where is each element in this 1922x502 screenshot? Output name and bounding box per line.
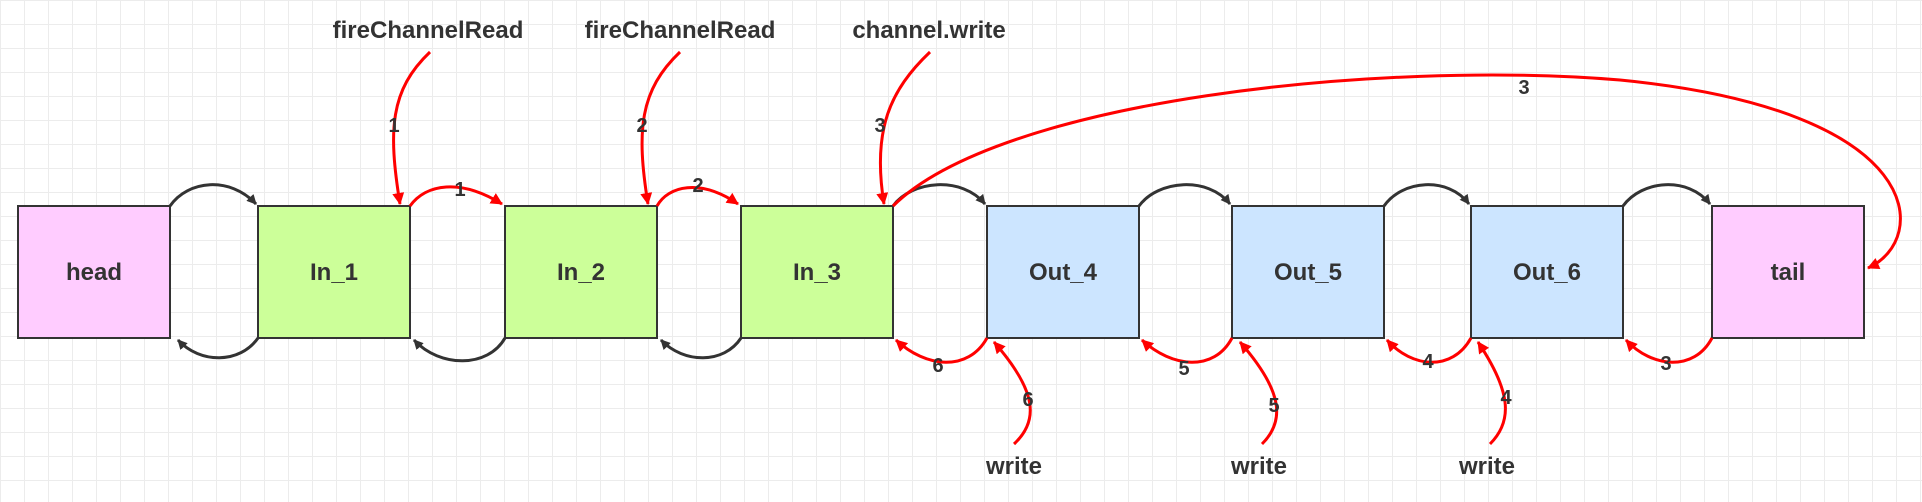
node-label: Out_5 <box>1274 259 1342 286</box>
step-number: 6 <box>1022 389 1033 411</box>
next-link-arrow <box>1137 183 1232 207</box>
prev-link-arrow <box>659 337 743 360</box>
bottom-write-label: write <box>985 453 1042 480</box>
propagation-arrow <box>408 185 503 207</box>
step-number: 4 <box>1422 351 1434 373</box>
write-entry-arrow <box>1476 341 1507 446</box>
step-number: 3 <box>874 115 885 137</box>
entry-arrow <box>392 50 432 205</box>
node-box <box>1711 205 1865 339</box>
node-tail: tail <box>1711 205 1865 339</box>
bottom-write-label: write <box>1230 453 1287 480</box>
node-box <box>740 205 894 339</box>
bottom-write-label: write <box>1458 453 1515 480</box>
node-label: In_1 <box>310 259 358 286</box>
step-number: 6 <box>932 355 943 377</box>
top-event-label: channel.write <box>852 17 1005 44</box>
node-box <box>986 205 1140 339</box>
step-number: 2 <box>636 115 647 137</box>
step-number: 1 <box>454 179 465 201</box>
outbound-propagation-arrow <box>894 337 989 364</box>
top-event-label: fireChannelRead <box>333 17 524 44</box>
node-label: head <box>66 259 122 286</box>
node-in-3: In_3 <box>740 205 894 339</box>
node-box <box>1231 205 1385 339</box>
step-number: 3 <box>1660 353 1671 375</box>
write-entry-arrow <box>1238 341 1279 446</box>
step-number: 3 <box>1518 77 1529 99</box>
node-box <box>257 205 411 339</box>
prev-link-arrow <box>176 337 260 360</box>
step-number: 5 <box>1268 395 1279 417</box>
next-link-arrow <box>1382 183 1471 207</box>
top-event-label: fireChannelRead <box>585 17 776 44</box>
node-box <box>504 205 658 339</box>
node-label: Out_4 <box>1029 259 1098 286</box>
next-link-arrow <box>168 183 258 207</box>
entry-arrow <box>640 50 682 205</box>
outbound-propagation-arrow <box>1385 337 1473 364</box>
entry-arrow <box>876 50 932 205</box>
step-number: 4 <box>1500 387 1512 409</box>
node-box <box>17 205 171 339</box>
step-number: 2 <box>692 175 703 197</box>
step-number: 1 <box>388 115 399 137</box>
node-label: In_2 <box>557 259 605 286</box>
node-out-6: Out_6 <box>1470 205 1624 339</box>
node-box <box>1470 205 1624 339</box>
next-link-arrow <box>1621 183 1712 207</box>
write-entry-arrow <box>992 341 1032 446</box>
node-label: In_3 <box>793 259 841 286</box>
node-head: head <box>17 205 171 339</box>
prev-link-arrow <box>412 337 507 363</box>
node-out-5: Out_5 <box>1231 205 1385 339</box>
node-in-1: In_1 <box>257 205 411 339</box>
propagation-arrow <box>891 73 1902 270</box>
node-label: Out_6 <box>1513 259 1581 286</box>
outbound-propagation-arrow <box>1140 337 1234 364</box>
step-number: 5 <box>1178 358 1189 380</box>
propagation-arrow <box>655 186 739 207</box>
outbound-propagation-arrow <box>1624 337 1714 364</box>
node-label: tail <box>1771 259 1806 286</box>
node-in-2: In_2 <box>504 205 658 339</box>
node-out-4: Out_4 <box>986 205 1140 339</box>
